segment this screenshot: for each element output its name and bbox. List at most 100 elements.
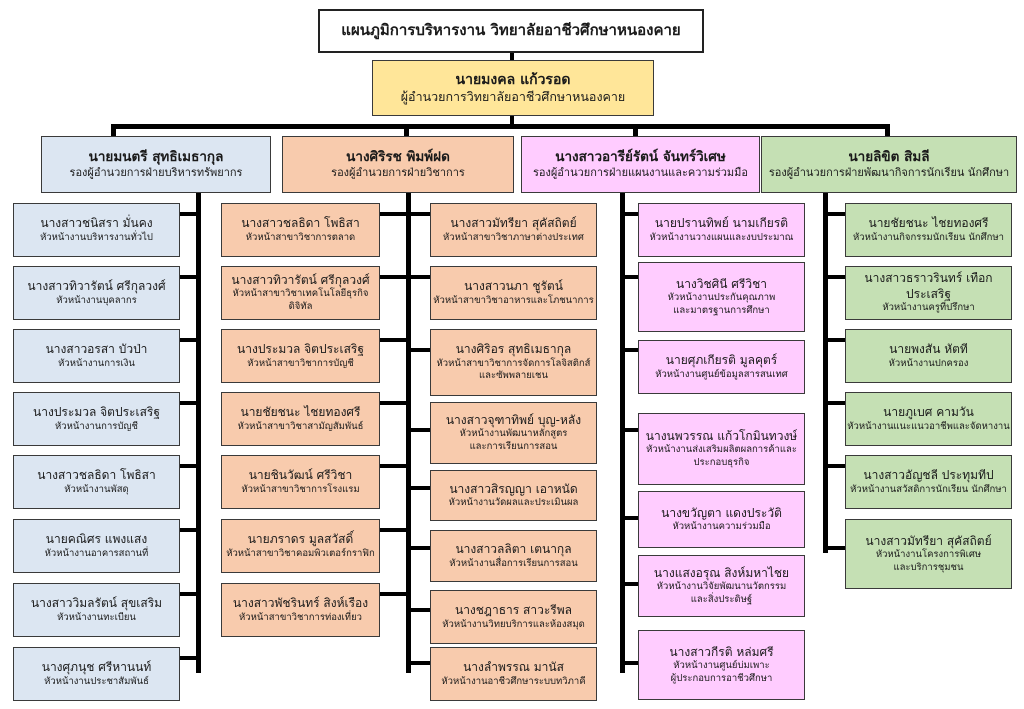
staff-card-position-line: หัวหน้างานสวัสดิการนักเรียน นักศึกษา xyxy=(850,483,1007,495)
division-2-head: นางศิริรช พิมพ์ฝดรองผู้อำนวยการฝ่ายวิชาก… xyxy=(282,136,514,193)
director-box: นายมงคล แก้วรอด ผู้อำนวยการวิทยาลัยอาชีว… xyxy=(372,60,654,116)
division-4-head: นายลิขิต สิมลีรองผู้อำนวยการฝ่ายพัฒนากิจ… xyxy=(761,136,1017,193)
connector-line xyxy=(620,428,638,432)
connector-line xyxy=(380,592,410,596)
staff-card-position-line: หัวหน้างานศูนย์บ่มเพาะ xyxy=(673,660,770,672)
staff-card-position: หัวหน้างานโครงการพิเศษและบริการชุมชน xyxy=(876,549,981,574)
staff-card-position: หัวหน้างานประชาสัมพันธ์ xyxy=(44,676,149,688)
staff-card: นางสาวมัทรียา สุคัสถิตย์หัวหน้างานโครงกา… xyxy=(845,519,1012,589)
connector-line xyxy=(404,124,409,136)
division-1-head-name: นายมนตรี สุทธิเมธากุล xyxy=(88,148,224,165)
staff-card-name: นางสาวจุฑาทิพย์ บุญ-หลัง xyxy=(445,412,582,427)
staff-card-position-line: และบริการชุมชน xyxy=(893,561,964,573)
connector-line xyxy=(196,193,201,673)
staff-card-position-line: และซัพพลายเชน xyxy=(479,370,548,382)
staff-card-position-line: หัวหน้างานอาคารสถานที่ xyxy=(44,547,149,559)
connector-line xyxy=(620,516,638,520)
connector-line xyxy=(180,656,200,660)
staff-card: นางสาวธราวรินทร์ เทือกประเสริฐหัวหน้างาน… xyxy=(845,266,1012,320)
connector-line xyxy=(380,275,410,279)
staff-card: นางประมวล จิตประเสริฐหัวหน้าสาขาวิชาการบ… xyxy=(221,329,380,383)
staff-card-position: หัวหน้างานกิจกรรมนักเรียน นักศึกษา xyxy=(853,232,1004,244)
staff-card-name: นายภราดร มูลสวัสดิ์ xyxy=(247,532,354,547)
division-3-head: นางสาวอารีย์รัตน์ จันทร์วิเศษรองผู้อำนวย… xyxy=(521,136,760,193)
staff-card-position: หัวหน้างานอาคารสถานที่ xyxy=(45,548,149,560)
connector-line xyxy=(180,528,200,532)
connector-line xyxy=(620,275,638,279)
staff-card: นางวิชศินี ศรีวิชาหัวหน้างานประกันคุณภาพ… xyxy=(638,262,805,332)
staff-card-position-line: และสิ่งประดิษฐ์ xyxy=(690,593,753,605)
connector-line xyxy=(111,124,116,136)
staff-card-position: หัวหน้างานวางแผนและงบประมาณ xyxy=(649,232,793,244)
staff-card: นางสาวชลธิดา โพธิสาหัวหน้างานพัสดุ xyxy=(13,455,180,509)
staff-card: นางสาวลลิตา เตนากุลหัวหน้างานสื่อการเรีย… xyxy=(430,530,597,582)
staff-card: นางสาวชนิสรา มั่นคงหัวหน้างานบริหารงานทั… xyxy=(13,203,180,257)
staff-card-position-line: หัวหน้าสาขาวิชาการจัดการโลจิสติกส์ xyxy=(436,357,591,369)
staff-card-name: นางสาวอรสา บัวป่า xyxy=(45,342,148,357)
staff-card: นางศุภนุช ศรีหานนท์หัวหน้างานประชาสัมพัน… xyxy=(13,647,180,701)
staff-card-position: หัวหน้าสาขาวิชาการตลาด xyxy=(246,232,355,244)
staff-card-name: นายพงสัน หัตที xyxy=(889,342,968,357)
staff-card-name: นายปรานทิพย์ นามเกียรติ xyxy=(654,216,789,231)
staff-card: นางศิริอร สุทธิเมธากุลหัวหน้าสาขาวิชาการ… xyxy=(430,329,597,396)
connector-line xyxy=(380,338,410,342)
staff-card: นายภราดร มูลสวัสดิ์หัวหน้าสาขาวิชาคอมพิว… xyxy=(221,519,380,573)
connector-line xyxy=(620,212,638,216)
staff-card-position-line: หัวหน้าสาขาวิชาการตลาด xyxy=(245,231,356,243)
division-2-head-position: รองผู้อำนวยการฝ่ายวิชาการ xyxy=(331,166,465,180)
staff-card: นางสาวทิวารัตน์ ศรีกุลวงศ์หัวหน้าสาขาวิช… xyxy=(221,266,380,320)
staff-card-position: หัวหน้างานปกครอง xyxy=(889,358,969,370)
connector-line xyxy=(620,348,638,352)
staff-card-name: นางชฎาธาร สาวะรีพล xyxy=(454,603,573,618)
director-position: ผู้อำนวยการวิทยาลัยอาชีวศึกษาหนองคาย xyxy=(400,88,626,104)
connector-line xyxy=(823,401,845,405)
division-4-head-position: รองผู้อำนวยการฝ่ายพัฒนากิจการนักเรียน นั… xyxy=(768,166,1010,180)
staff-card-position-line: หัวหน้างานศูนย์ข้อมูลสารสนเทศ xyxy=(655,368,788,380)
director-name: นายมงคล แก้วรอด xyxy=(455,71,571,88)
division-1-head-position: รองผู้อำนวยการฝ่ายบริหารทรัพยากร xyxy=(69,166,243,180)
staff-card: นายชัยชนะ ไชยทองศรีหัวหน้าสาขาวิชาสามัญส… xyxy=(221,392,380,446)
staff-card-position: หัวหน้างานการบัญชี xyxy=(55,421,138,433)
staff-card-name: นายคณิศร แพงแสง xyxy=(45,532,148,547)
staff-card-position: หัวหน้างานบุคลากร xyxy=(56,295,137,307)
staff-card-position-line: หัวหน้างานโครงการพิเศษ xyxy=(875,549,982,561)
staff-card: นางสาวนภา ชูรัตน์หัวหน้าสาขาวิชาอาหารและ… xyxy=(430,266,597,320)
staff-card-position-line: หัวหน้าสาขาวิชาการบัญชี xyxy=(247,357,354,369)
division-1-head: นายมนตรี สุทธิเมธากุลรองผู้อำนวยการฝ่ายบ… xyxy=(41,136,271,193)
staff-card: นายศุภเกียรติ มูลคุตร์หัวหน้างานศูนย์ข้อ… xyxy=(638,340,805,394)
staff-card-position-line: หัวหน้างานประกันคุณภาพ xyxy=(667,292,776,304)
staff-card-name: นายภูเบศ คามวัน xyxy=(883,405,974,420)
connector-line xyxy=(406,193,411,673)
connector-line xyxy=(823,464,845,468)
staff-card-position-line: หัวหน้างานวิทยบริการและห้องสมุด xyxy=(442,618,585,630)
staff-card-name: นายศุภเกียรติ มูลคุตร์ xyxy=(665,353,778,368)
staff-card-position-line: หัวหน้าสาขาวิชาภาษาต่างประเทศ xyxy=(443,231,584,243)
staff-card-name: นางศิริอร สุทธิเมธากุล xyxy=(455,342,572,357)
staff-card-name: นางสาวชนิสรา มั่นคง xyxy=(40,216,153,231)
connector-line xyxy=(633,124,638,136)
staff-card-position-line: หัวหน้างานความร่วมมือ xyxy=(672,521,771,533)
staff-card-position-line: หัวหน้างานการเงิน xyxy=(58,357,135,369)
division-2-head-name: นางศิริรช พิมพ์ฝด xyxy=(346,148,450,165)
staff-card-position: หัวหน้าสาขาวิชาการจัดการโลจิสติกส์และซัพ… xyxy=(437,358,591,383)
staff-card-position: หัวหน้างานศูนย์ข้อมูลสารสนเทศ xyxy=(655,369,788,381)
staff-card-name: นางสาวนภา ชูรัตน์ xyxy=(464,279,563,294)
staff-card: นายชินวัฒน์ ศรีวิชาหัวหน้าสาขาวิชาการโรง… xyxy=(221,455,380,509)
staff-card-position: หัวหน้าสาขาวิชาอาหารและโภชนาการ xyxy=(433,295,593,307)
staff-card-position: หัวหน้างานแนะแนวอาชีพและจัดหางาน xyxy=(847,421,1009,433)
staff-card-position-line: ผู้ประกอบการอาชีวศึกษา xyxy=(670,672,773,684)
staff-card-position: หัวหน้างานวิจัยพัฒนานวัตกรรมและสิ่งประดิ… xyxy=(657,581,787,606)
staff-card: นางสาวอัญชลี ประทุมทีปหัวหน้างานสวัสดิกา… xyxy=(845,455,1012,509)
staff-card: นางสาวจุฑาทิพย์ บุญ-หลังหัวหน้างานพัฒนาห… xyxy=(430,402,597,464)
connector-line xyxy=(510,53,514,60)
staff-card-position-line: หัวหน้าสาขาวิชาเทคโนโลยีธุรกิจดิจิทัล xyxy=(232,288,369,312)
connector-line xyxy=(180,592,200,596)
connector-line xyxy=(380,212,410,216)
staff-card-position-line: หัวหน้าสาขาวิชาการโรงแรม xyxy=(241,483,360,495)
connector-line xyxy=(180,401,200,405)
staff-card-name: นางสาวกีรติ หล่มศรี xyxy=(669,644,774,659)
staff-card-name: นางนพวรรณ แก้วโกมินทวงษ์ xyxy=(645,428,798,443)
staff-card-name: นางสาวชลธิดา โพธิสา xyxy=(241,216,360,231)
staff-card-position-line: และการเรียนการสอน xyxy=(469,440,558,452)
staff-card-position: หัวหน้างานประกันคุณภาพและมาตรฐานการศึกษา xyxy=(668,292,776,317)
